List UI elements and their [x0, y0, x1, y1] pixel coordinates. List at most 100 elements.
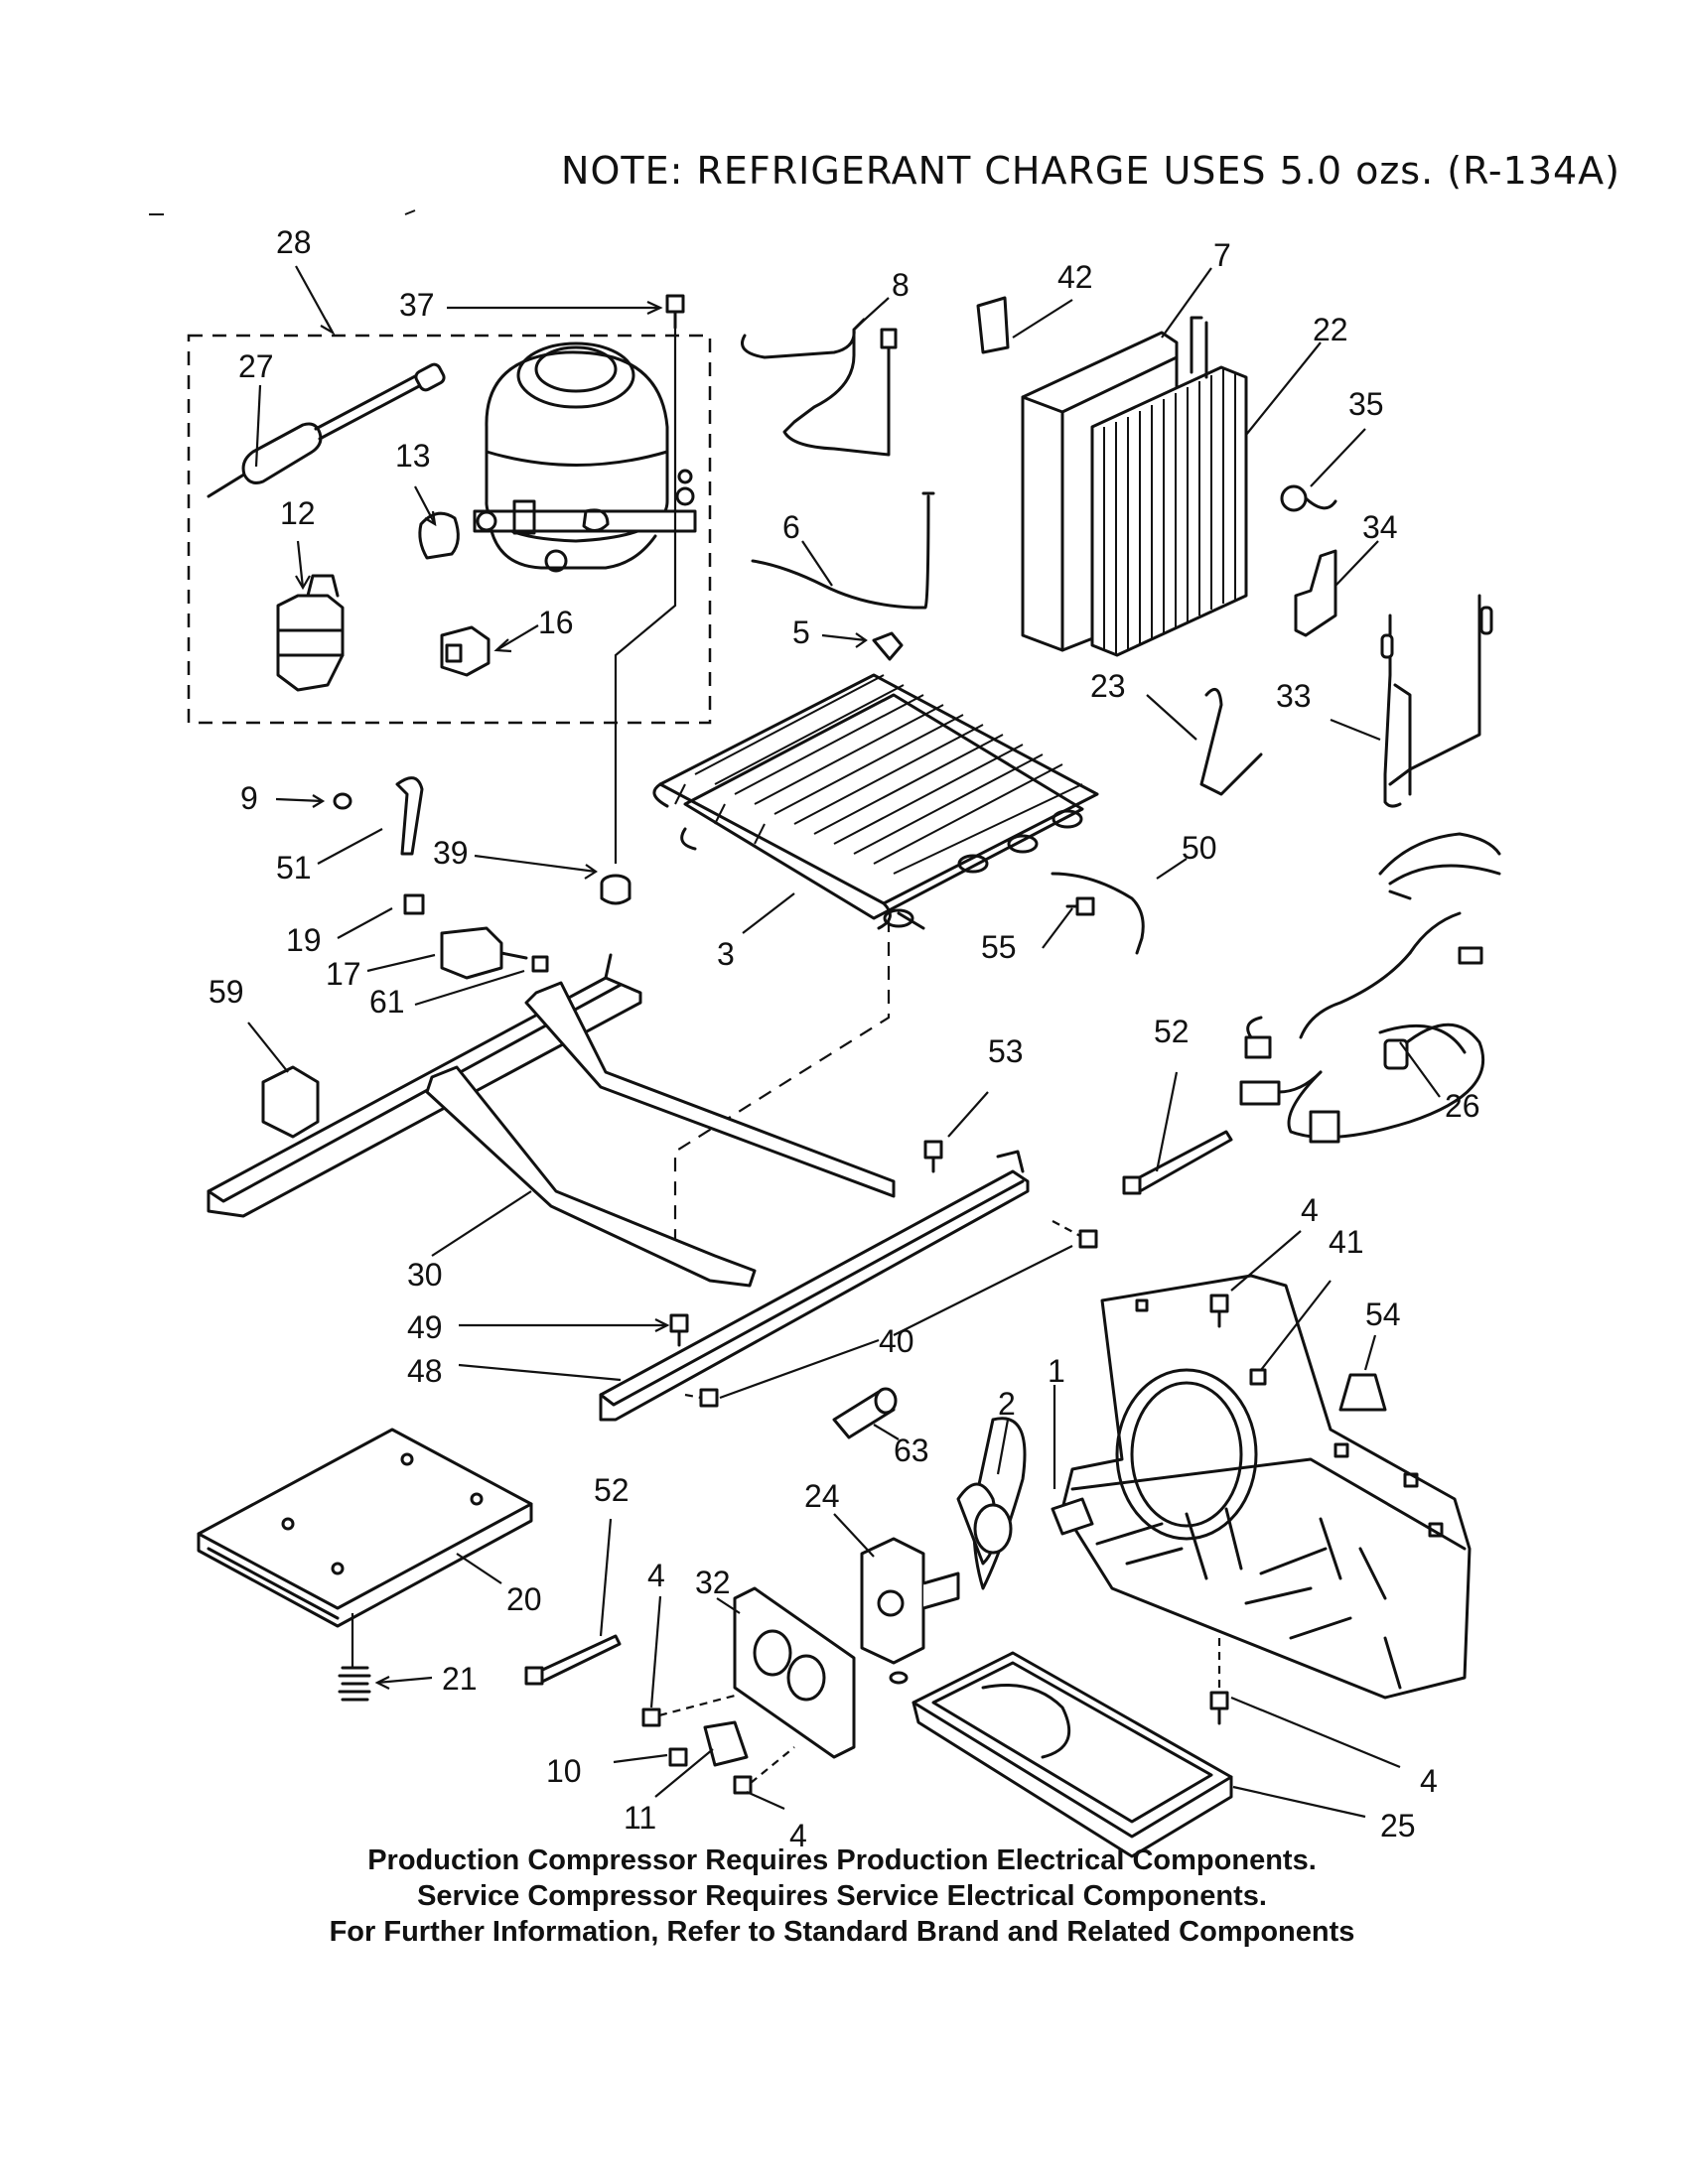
- screw-part: [1078, 1229, 1098, 1249]
- callout-20: 20: [506, 1581, 542, 1617]
- callout-8: 8: [892, 267, 910, 303]
- evaporator-coil-part: [652, 673, 1099, 930]
- cover-plate-part: [197, 1428, 533, 1668]
- callout-27: 27: [238, 348, 274, 384]
- callout-10: 10: [546, 1753, 582, 1789]
- callout-17: 17: [326, 956, 361, 992]
- fan-hub-part: [1051, 1497, 1094, 1536]
- callout-21: 21: [442, 1661, 478, 1697]
- clip-part: [976, 296, 1010, 354]
- callout-33: 33: [1276, 678, 1312, 714]
- callout-11: 11: [624, 1800, 656, 1836]
- callout-53: 53: [988, 1033, 1024, 1069]
- front-bracket-part: [599, 1150, 1030, 1422]
- callout-1: 1: [1048, 1353, 1065, 1389]
- fitting-part: [832, 1387, 898, 1439]
- callout-49: 49: [407, 1309, 443, 1345]
- callout-23: 23: [1090, 668, 1126, 704]
- tube-clamp-part: [872, 631, 904, 661]
- screw-part: [669, 1313, 689, 1347]
- callout-55: 55: [981, 929, 1017, 965]
- compressor-assembly-boundary: [187, 334, 712, 725]
- callout-35: 35: [1348, 386, 1384, 422]
- callout-48: 48: [407, 1353, 443, 1389]
- callout-28: 28: [276, 224, 312, 260]
- callout-50: 50: [1182, 830, 1217, 866]
- tube-part: [1051, 872, 1145, 955]
- callout-51: 51: [276, 850, 312, 886]
- screw-part: [1065, 896, 1095, 916]
- callout-34: 34: [1362, 509, 1398, 545]
- cross-member-part: [425, 981, 896, 1288]
- callout-59: 59: [209, 974, 244, 1010]
- callout-24: 24: [804, 1478, 840, 1514]
- callout-labels: 28 37 8 42 7 22 35 27 13 12 6 34 16 5 23…: [209, 224, 1480, 1853]
- bracket-part: [1294, 549, 1337, 637]
- callout-2: 2: [998, 1386, 1016, 1422]
- footnote-further-info: For Further Information, Refer to Standa…: [329, 1916, 1355, 1948]
- screw-part: [699, 1388, 719, 1408]
- clip-part: [418, 511, 460, 560]
- screw-part: [641, 1707, 661, 1727]
- clip-part: [703, 1720, 749, 1767]
- footnote-production: Production Compressor Requires Productio…: [367, 1844, 1317, 1876]
- tube-part: [751, 494, 930, 610]
- fan-blade-part: [956, 1417, 1027, 1590]
- condenser-part: [1090, 316, 1248, 657]
- callout-4-right: 4: [1420, 1763, 1438, 1799]
- spring-part: [338, 1666, 371, 1702]
- callout-4-bottom: 4: [789, 1818, 807, 1853]
- callout-3: 3: [717, 936, 735, 972]
- refrigerant-note: NOTE: REFRIGERANT CHARGE USES 5.0 ozs. (…: [561, 149, 1620, 193]
- callout-40: 40: [879, 1323, 914, 1359]
- grommet-stud-part: [665, 294, 685, 330]
- terminal-part: [403, 893, 425, 915]
- scan-mark: [404, 209, 416, 215]
- callout-5: 5: [792, 614, 810, 650]
- motor-bracket-part: [733, 1586, 856, 1759]
- screw-part: [1209, 1294, 1229, 1328]
- rear-rail-part: [207, 953, 642, 1218]
- footnote-service: Service Compressor Requires Service Elec…: [417, 1880, 1267, 1912]
- callout-22: 22: [1313, 312, 1348, 347]
- callout-4-upper: 4: [1301, 1192, 1319, 1228]
- callout-37: 37: [399, 287, 435, 323]
- callout-41: 41: [1329, 1224, 1364, 1260]
- connector-part: [440, 926, 528, 980]
- callout-52-lower: 52: [594, 1472, 630, 1508]
- callout-63: 63: [894, 1433, 929, 1468]
- wire-harness-part: [1239, 832, 1501, 1144]
- thermostat-part: [1280, 484, 1337, 512]
- callout-54: 54: [1365, 1297, 1401, 1332]
- callout-13: 13: [395, 438, 431, 474]
- callout-6: 6: [782, 509, 800, 545]
- callout-52-upper: 52: [1154, 1014, 1190, 1049]
- wire-nut-part: [1338, 1373, 1387, 1412]
- screw-part: [668, 1747, 688, 1767]
- callout-16: 16: [538, 605, 574, 640]
- callout-9: 9: [240, 780, 258, 816]
- plug-part: [333, 792, 352, 810]
- compressor-part: [473, 341, 697, 573]
- callout-61: 61: [369, 984, 405, 1020]
- drier-tubes-part: [1380, 594, 1493, 808]
- callout-7: 7: [1213, 237, 1231, 273]
- screw-part: [531, 955, 549, 973]
- drain-pan-part: [912, 1651, 1233, 1858]
- grommet-part: [600, 874, 632, 905]
- callout-39: 39: [433, 835, 469, 871]
- fan-motor-part: [860, 1537, 960, 1685]
- bracket-part: [261, 1065, 320, 1139]
- tube-part: [395, 776, 424, 856]
- callout-26: 26: [1445, 1088, 1480, 1124]
- callout-25: 25: [1380, 1808, 1416, 1843]
- base-pan-shroud-part: [1060, 1274, 1472, 1700]
- screw-part: [1209, 1691, 1229, 1725]
- callout-19: 19: [286, 922, 322, 958]
- relay-part: [276, 574, 345, 692]
- callout-42: 42: [1057, 259, 1093, 295]
- callout-12: 12: [280, 495, 316, 531]
- callout-32: 32: [695, 1565, 731, 1600]
